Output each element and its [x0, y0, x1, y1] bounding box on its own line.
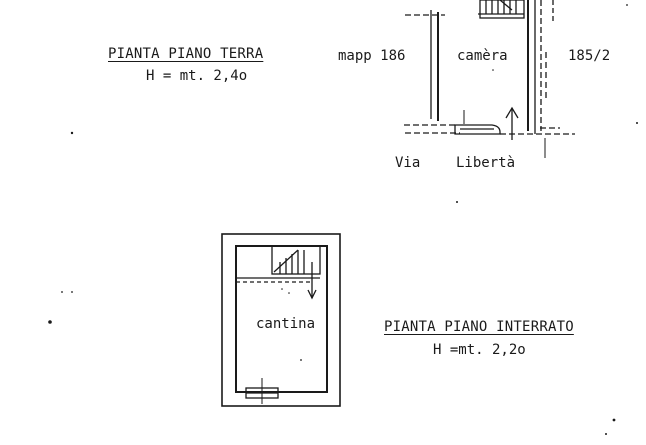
- basement-title: PIANTA PIANO INTERRATO: [384, 319, 574, 335]
- room-label-camera: camèra: [457, 48, 508, 64]
- basement-plan: [221, 233, 341, 407]
- street-label-via: Via: [395, 155, 421, 171]
- basement-height: H =mt. 2,2o: [433, 342, 526, 358]
- ground-floor-plan: [404, 0, 575, 158]
- street-label-liberta: Libertà: [456, 155, 516, 171]
- ground-floor-height: H = mt. 2,4o: [146, 68, 248, 84]
- ground-floor-title: PIANTA PIANO TERRA: [108, 46, 264, 62]
- room-label-cantina: cantina: [256, 316, 316, 332]
- right-parcel-label: 185/2: [568, 48, 611, 64]
- left-parcel-label: mapp 186: [338, 48, 406, 64]
- scan-specks: [48, 4, 638, 435]
